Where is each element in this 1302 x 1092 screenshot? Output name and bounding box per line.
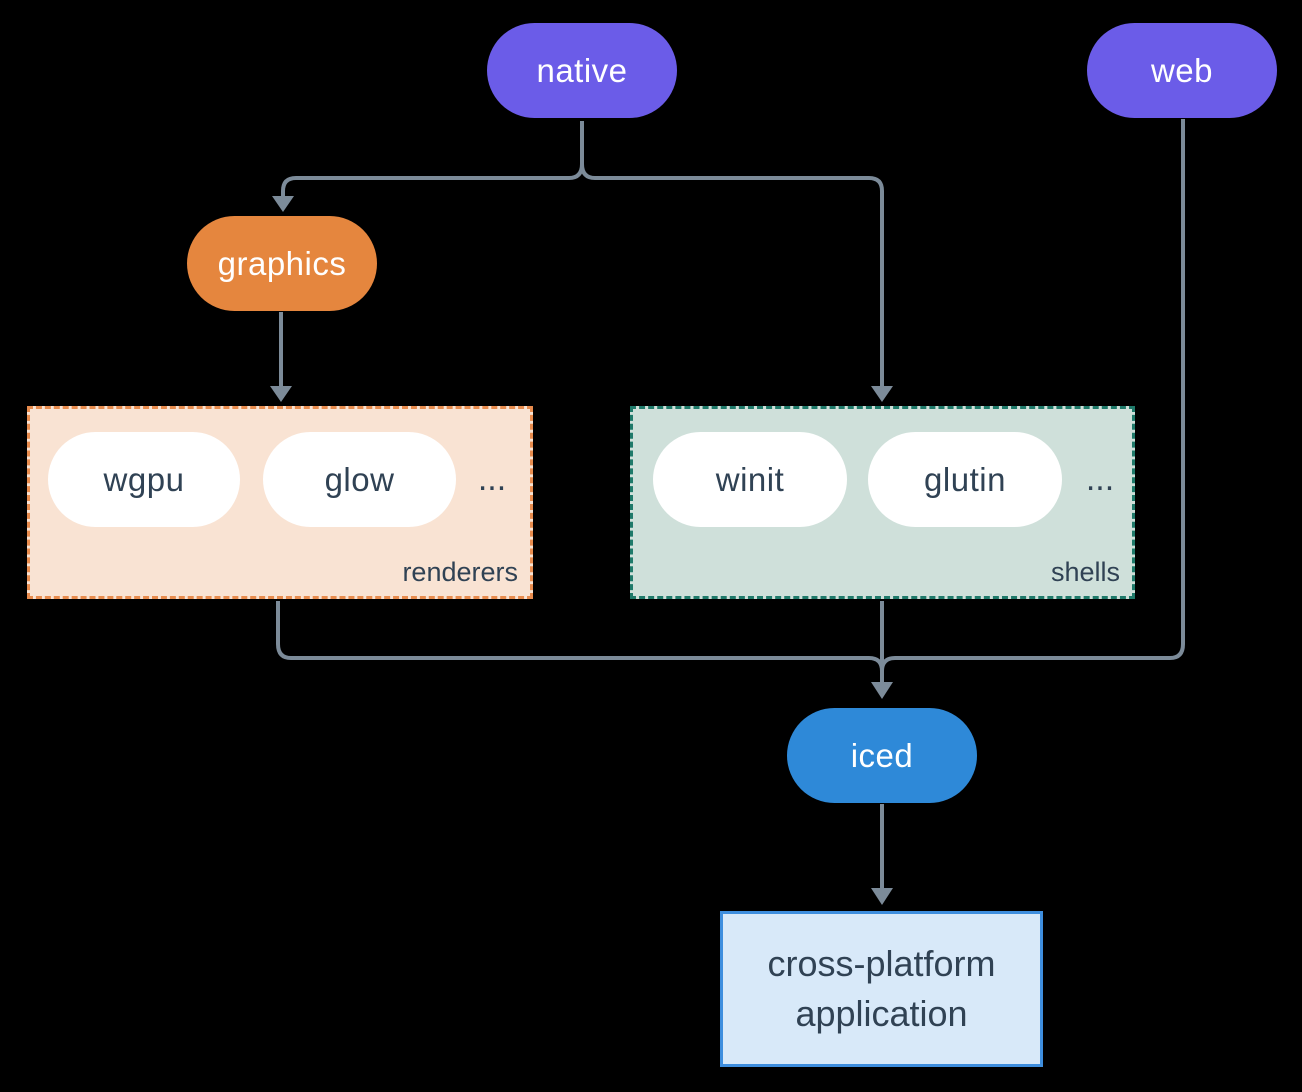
edge-renderers-iced <box>276 601 884 682</box>
node-graphics-label: graphics <box>217 244 347 282</box>
arrowhead-shells <box>871 386 893 402</box>
node-native-label: native <box>536 51 628 89</box>
shells-ellipsis: ... <box>1085 460 1115 498</box>
node-winit-label: winit <box>715 460 785 498</box>
node-application: cross-platform application <box>720 911 1043 1067</box>
node-glutin: glutin <box>868 432 1062 527</box>
renderers-ellipsis: ... <box>477 460 507 498</box>
node-graphics: graphics <box>187 216 377 311</box>
group-shells: winit glutin ... shells <box>630 406 1135 599</box>
arrowhead-iced <box>871 682 893 699</box>
node-web: web <box>1087 23 1277 118</box>
node-iced: iced <box>787 708 977 803</box>
node-glutin-label: glutin <box>924 460 1006 498</box>
arrowhead-graphics <box>272 196 294 212</box>
node-web-label: web <box>1150 51 1214 89</box>
node-iced-label: iced <box>850 736 914 774</box>
node-glow-label: glow <box>324 460 395 498</box>
node-native: native <box>487 23 677 118</box>
edge-native-stem <box>281 121 584 196</box>
group-renderers: wgpu glow ... renderers <box>27 406 533 599</box>
node-glow: glow <box>263 432 456 527</box>
arrowhead-application <box>871 888 893 905</box>
application-label-line2: application <box>795 993 968 1034</box>
edge-native-shells <box>580 163 884 386</box>
node-wgpu: wgpu <box>48 432 240 527</box>
arrowhead-renderers <box>270 386 292 402</box>
node-winit: winit <box>653 432 847 527</box>
renderers-group-label: renderers <box>402 557 518 587</box>
shells-group-label: shells <box>1050 557 1120 587</box>
node-wgpu-label: wgpu <box>103 460 185 498</box>
application-label-line1: cross-platform <box>767 943 996 985</box>
